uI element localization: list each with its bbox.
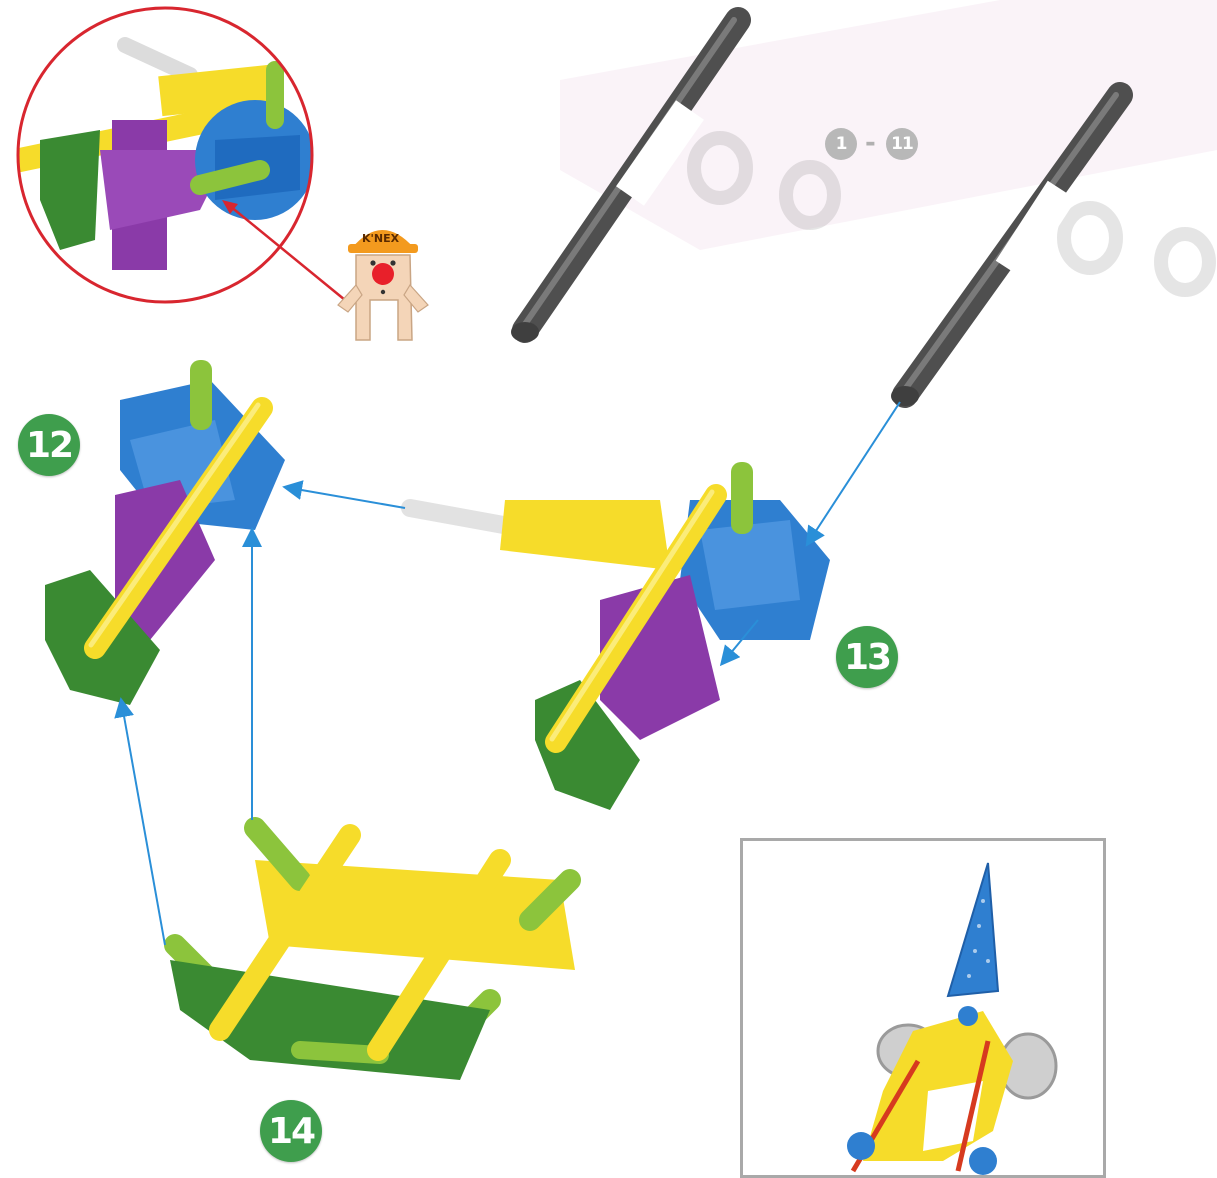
step-12-label: 12: [26, 425, 72, 466]
step-14-badge: 14: [260, 1100, 322, 1162]
step-12-badge: 12: [18, 414, 80, 476]
finished-model-preview: [743, 841, 1103, 1175]
step-13-label: 13: [844, 637, 890, 678]
step-14-label: 14: [268, 1111, 314, 1152]
preview-inset: [740, 838, 1106, 1178]
step-13-badge: 13: [836, 626, 898, 688]
